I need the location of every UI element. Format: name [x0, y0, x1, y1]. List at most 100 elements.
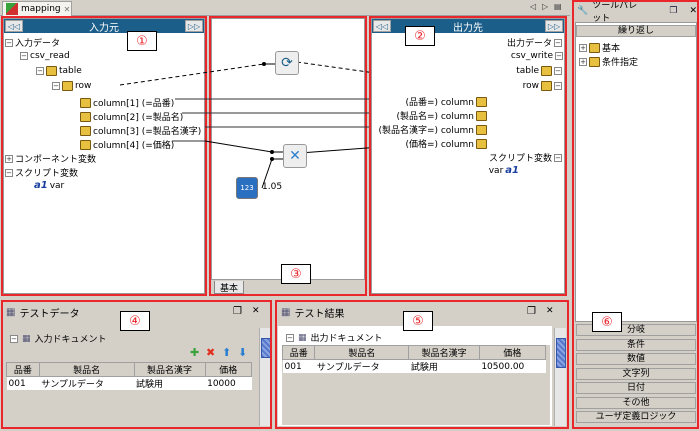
palette-button-other[interactable]: その他: [576, 397, 696, 409]
constant-number-icon[interactable]: 123: [236, 177, 258, 199]
folder-icon: [589, 42, 600, 53]
folder-icon: [62, 81, 73, 91]
collapse-toggle[interactable]: −: [286, 333, 294, 342]
highlight-4: [1, 300, 272, 429]
multiply-icon[interactable]: ✕: [283, 144, 307, 168]
palette-button-number[interactable]: 数値: [576, 353, 696, 365]
close-icon[interactable]: ✕: [63, 4, 71, 14]
column-header[interactable]: 製品名: [38, 362, 135, 377]
restore-icon[interactable]: ❐: [669, 5, 678, 16]
collapse-toggle[interactable]: −: [52, 82, 60, 90]
palette-button-loop[interactable]: 繰り返し: [576, 25, 696, 37]
tree-node-csv-read[interactable]: −csv_read: [20, 51, 70, 61]
palette-folder-basic[interactable]: +基本: [579, 42, 621, 54]
collapse-toggle[interactable]: −: [36, 67, 44, 75]
delete-icon[interactable]: ✖: [206, 346, 216, 359]
collapse-left-button[interactable]: ◁◁: [5, 20, 23, 32]
tree-node-column-3[interactable]: column[3] (=製品名漢字): [80, 124, 201, 137]
column-header[interactable]: 品番: [281, 345, 316, 360]
move-down-icon[interactable]: ⬇: [238, 346, 248, 359]
loop-port: [262, 62, 266, 66]
tree-node-csv-write[interactable]: csv_write−: [510, 51, 563, 61]
tree-node-column-1[interactable]: column[1] (=品番): [80, 96, 174, 109]
input-doc-node[interactable]: − ▦ 入力ドキュメント: [10, 333, 107, 345]
table-cell[interactable]: サンプルデータ: [39, 376, 135, 390]
collapse-toggle[interactable]: −: [5, 38, 13, 47]
tree-node-script-vars[interactable]: −スクリプト変数: [5, 168, 79, 179]
constant-value: 1.05: [262, 182, 283, 192]
table-cell[interactable]: 試験用: [134, 376, 206, 390]
restore-icon[interactable]: ❐: [233, 306, 242, 317]
palette-folder-condition[interactable]: +条件指定: [579, 56, 639, 68]
table-cell[interactable]: 10500.00: [479, 359, 546, 373]
palette-body: [575, 22, 697, 322]
source-header: 入力元 ◁◁ ▷▷: [4, 19, 204, 34]
tree-node-row[interactable]: −row: [52, 81, 92, 91]
column-header[interactable]: 価格: [478, 345, 547, 360]
tree-node-output-data[interactable]: 出力データ−: [506, 38, 562, 49]
editor-tab-mapping[interactable]: mapping ✕: [2, 1, 72, 16]
tree-node-component-vars[interactable]: +コンポーネント変数: [5, 154, 97, 165]
highlight-2: [369, 16, 567, 296]
tree-node-target-column-2[interactable]: (製品名=) column: [396, 109, 487, 122]
column-header[interactable]: 価格: [204, 362, 253, 377]
expand-toggle[interactable]: +: [579, 43, 587, 52]
table-cell[interactable]: 試験用: [408, 359, 480, 373]
test-result-scrollbar[interactable]: [554, 328, 566, 426]
tree-node-script-vars[interactable]: スクリプト変数−: [488, 153, 562, 164]
close-icon[interactable]: ✕: [689, 5, 697, 16]
column-header[interactable]: 製品名: [314, 345, 410, 360]
scrollbar-thumb[interactable]: [556, 338, 566, 368]
collapse-toggle[interactable]: −: [10, 334, 18, 343]
expand-right-button[interactable]: ▷▷: [185, 20, 203, 32]
table-cell[interactable]: 10000: [205, 376, 252, 390]
output-doc-node[interactable]: − ▦ 出力ドキュメント: [286, 332, 383, 344]
close-icon[interactable]: ✕: [252, 306, 260, 316]
palette-button-condition[interactable]: 条件: [576, 339, 696, 351]
menu-icon[interactable]: ▤: [554, 2, 562, 11]
tree-node-column-4[interactable]: column[4] (=価格): [80, 138, 174, 151]
target-panel: [371, 18, 565, 294]
move-up-icon[interactable]: ⬆: [222, 346, 232, 359]
expand-toggle[interactable]: +: [5, 154, 13, 163]
collapse-left-button[interactable]: ◁◁: [373, 20, 391, 32]
tree-node-table[interactable]: −table: [36, 66, 82, 76]
tree-node-target-column-1[interactable]: (品番=) column: [405, 95, 487, 108]
collapse-toggle[interactable]: −: [5, 168, 13, 177]
table-cell[interactable]: サンプルデータ: [314, 359, 409, 373]
tree-node-input-data[interactable]: −入力データ: [5, 38, 61, 49]
collapse-toggle[interactable]: −: [554, 67, 562, 75]
table-row[interactable]: 001 サンプルデータ 試験用 10500.00: [282, 359, 546, 373]
table-cell[interactable]: 001: [282, 359, 315, 373]
palette-button-string[interactable]: 文字列: [576, 368, 696, 380]
tree-node-column-2[interactable]: column[2] (=製品名): [80, 110, 183, 123]
nav-right-icon[interactable]: ▷: [542, 2, 549, 11]
collapse-toggle[interactable]: −: [554, 153, 562, 162]
constant-link: [261, 158, 273, 189]
nav-left-icon[interactable]: ◁: [530, 2, 537, 11]
loop-icon[interactable]: ⟳: [275, 51, 299, 75]
expand-toggle[interactable]: +: [579, 57, 587, 66]
collapse-toggle[interactable]: −: [554, 38, 562, 47]
add-icon[interactable]: ✚: [190, 346, 200, 359]
column-header[interactable]: 製品名漢字: [133, 362, 206, 377]
close-icon[interactable]: ✕: [546, 306, 554, 316]
table-row[interactable]: 001 サンプルデータ 試験用 10000: [6, 376, 252, 390]
tree-node-table[interactable]: table−: [516, 66, 562, 76]
tree-node-row[interactable]: row−: [522, 81, 562, 91]
collapse-toggle[interactable]: −: [554, 82, 562, 90]
table-cell[interactable]: 001: [6, 376, 40, 390]
collapse-toggle[interactable]: −: [555, 52, 563, 60]
tree-node-target-column-3[interactable]: (製品名漢字=) column: [378, 123, 487, 136]
tree-node-target-column-4[interactable]: (価格=) column: [405, 137, 487, 150]
column-header[interactable]: 品番: [6, 362, 40, 377]
palette-button-user-logic[interactable]: ユーザ定義ロジック: [576, 411, 696, 423]
restore-icon[interactable]: ❐: [527, 306, 536, 317]
palette-button-date[interactable]: 日付: [576, 382, 696, 394]
canvas-tab-basic[interactable]: 基本: [214, 281, 244, 294]
column-header[interactable]: 製品名漢字: [408, 345, 480, 360]
collapse-toggle[interactable]: −: [20, 52, 28, 60]
expand-right-button[interactable]: ▷▷: [545, 20, 563, 32]
